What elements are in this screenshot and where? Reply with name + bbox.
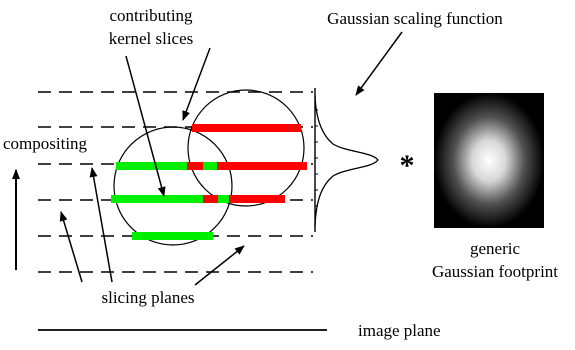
arrow-to-slicing-plane bbox=[194, 245, 245, 286]
slicing-planes-label: slicing planes bbox=[101, 288, 194, 307]
arrow-to-slicing-plane bbox=[59, 211, 83, 283]
kernel-slices bbox=[111, 124, 307, 240]
gaussian-curve bbox=[314, 95, 379, 227]
arrow-to-slicing-plane bbox=[89, 167, 113, 283]
arrow-to-kernel-slice bbox=[182, 47, 211, 121]
arrow-to-gaussian-function bbox=[355, 31, 403, 96]
footprint-label-line1: generic bbox=[470, 239, 520, 258]
convolution-operator: * bbox=[400, 149, 415, 182]
compositing-label: compositing bbox=[3, 134, 88, 153]
image-plane-label: image plane bbox=[358, 321, 441, 340]
gaussian-scaling-function bbox=[314, 88, 379, 232]
gaussian-footprint-image bbox=[434, 93, 544, 228]
annotation-arrows bbox=[59, 31, 403, 286]
gaussian-function-label: Gaussian scaling function bbox=[327, 9, 503, 28]
kernel-footprint-circle bbox=[187, 89, 305, 207]
contributing-label-line2: kernel slices bbox=[109, 29, 194, 48]
contributing-label-line1: contributing bbox=[109, 6, 193, 25]
arrow-to-kernel-slice bbox=[125, 55, 166, 197]
footprint-label-line2: Gaussian footprint bbox=[432, 262, 558, 281]
kernel-footprint-circle bbox=[113, 126, 233, 246]
